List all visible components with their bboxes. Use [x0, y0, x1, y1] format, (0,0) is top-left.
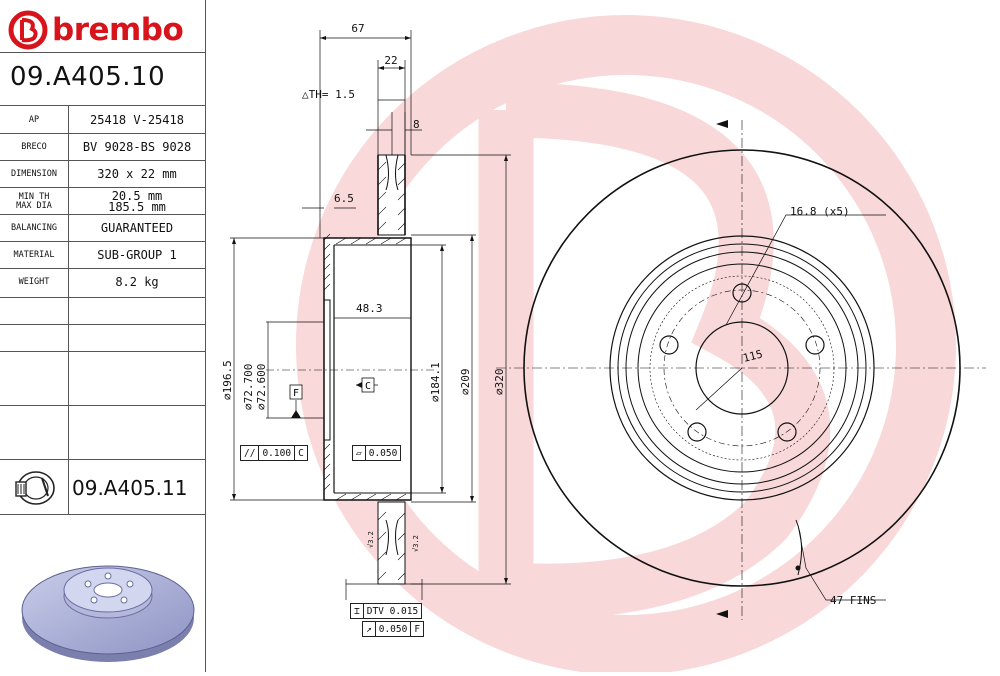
tolerance-dtv: ⌶DTV 0.015	[350, 603, 423, 619]
arrow-heads	[232, 36, 508, 584]
spec-label: BRECO	[21, 142, 47, 152]
dimension-lines	[230, 30, 511, 600]
brembo-watermark	[296, 15, 956, 675]
spec-value: 8.2 kg	[115, 275, 159, 289]
dim-67: 67	[351, 22, 364, 35]
th-note: △TH= 1.5	[302, 88, 355, 101]
front-view-marks	[716, 120, 801, 618]
spec-label: AP	[28, 115, 40, 125]
spec-row: MATERIAL SUB-GROUP 1	[0, 242, 205, 269]
spec-value: SUB-GROUP 1	[97, 248, 177, 262]
dia-196-5: ⌀196.5	[221, 360, 234, 400]
brand-logo: brembo	[8, 8, 198, 52]
alt-part-number: 09.A405.11	[72, 476, 188, 500]
brembo-logo-icon	[8, 10, 48, 50]
dia-72-700: ⌀72.700	[242, 364, 255, 410]
fins-label: 47 FINS	[830, 594, 876, 607]
tolerance-flatness: ▱0.050	[352, 445, 402, 461]
spec-label: MIN TH MAX DIA	[16, 191, 52, 211]
dia-320: ⌀320	[493, 369, 506, 396]
spec-label: MATERIAL	[13, 250, 55, 260]
drawing-canvas: 67 22 △TH= 1.5 8 6.5 48.3 ⌀196.5 ⌀72.700…	[221, 15, 986, 675]
technical-drawing: 67 22 △TH= 1.5 8 6.5 48.3 ⌀196.5 ⌀72.700…	[206, 0, 1000, 675]
disc-product-image	[21, 565, 195, 662]
spec-value: BV 9028-BS 9028	[82, 140, 192, 154]
dia-209: ⌀209	[459, 369, 472, 396]
front-view	[496, 120, 986, 620]
datum-f: F	[293, 388, 299, 399]
dia-72-600: ⌀72.600	[255, 364, 268, 410]
spec-row: DIMENSION 320 x 22 mm	[0, 161, 205, 188]
spec-row: BALANCING GUARANTEED	[0, 215, 205, 242]
dim-48-3: 48.3	[356, 302, 383, 315]
dim-22: 22	[384, 54, 397, 67]
surface-finish-b: √3.2	[412, 535, 420, 552]
spec-row: WEIGHT 8.2 kg	[0, 269, 205, 296]
spec-row: BRECO BV 9028-BS 9028	[0, 134, 205, 161]
spec-value: 20.5 mm 185.5 mm	[108, 188, 166, 214]
brand-name: brembo	[52, 12, 184, 48]
dim-8: 8	[413, 118, 420, 131]
spec-row: AP 25418 V-25418	[0, 107, 205, 134]
spec-value: GUARANTEED	[100, 221, 174, 235]
datum-c: C	[365, 381, 371, 392]
pcd-label: 115	[742, 347, 764, 364]
dia-184-1: ⌀184.1	[429, 362, 442, 402]
spec-label: BALANCING	[10, 223, 58, 233]
part-number: 09.A405.10	[10, 62, 166, 92]
spec-row: MIN TH MAX DIA 20.5 mm 185.5 mm	[0, 188, 205, 215]
dim-6-5: 6.5	[334, 192, 354, 205]
surface-finish-a: √3.2	[367, 531, 375, 548]
bolt-hole-label: 16.8 (x5)	[790, 205, 850, 218]
vented-disc-icon	[15, 471, 55, 505]
spec-label: DIMENSION	[10, 169, 58, 179]
spec-label: WEIGHT	[18, 277, 50, 287]
spec-value: 25418 V-25418	[90, 113, 184, 127]
spec-value: 320 x 22 mm	[97, 167, 177, 181]
